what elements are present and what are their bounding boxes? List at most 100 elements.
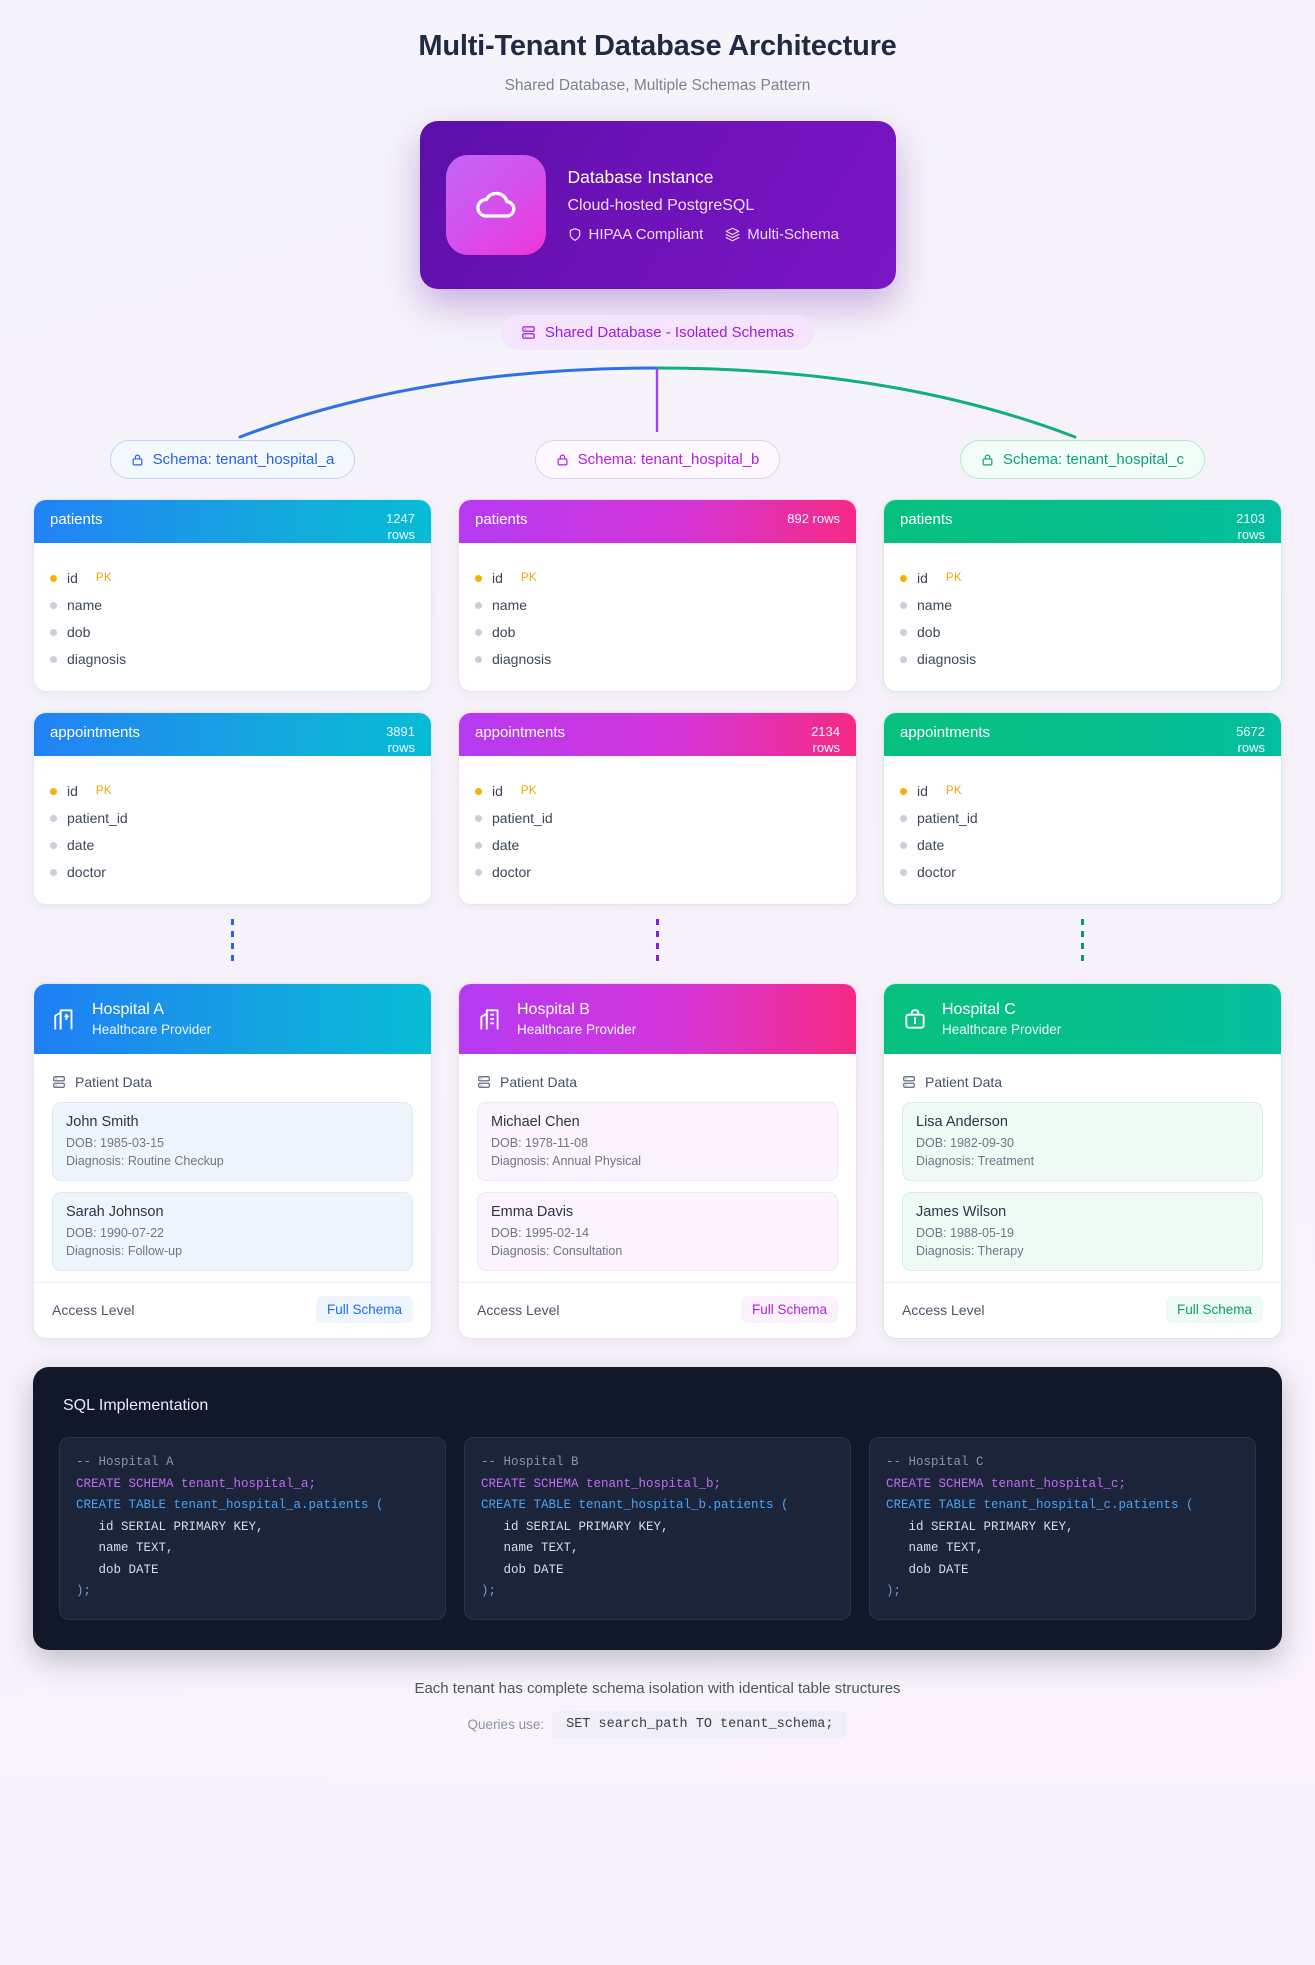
cloud-icon [445, 155, 546, 255]
table-field: patient_id [50, 805, 415, 832]
hospital-card-footer: Access Level Full Schema [884, 1282, 1281, 1338]
sql-create-schema: CREATE SCHEMA tenant_hospital_c; [886, 1476, 1127, 1491]
hospital-role: Healthcare Provider [92, 1022, 212, 1037]
table-card-header: appointments 5672 rows [884, 713, 1281, 756]
patient-record[interactable]: James Wilson DOB: 1988-05-19 Diagnosis: … [902, 1192, 1263, 1271]
access-level-badge[interactable]: Full Schema [1165, 1296, 1263, 1323]
pk-tag: PK [945, 572, 962, 584]
table-card-header: patients 2103 rows [884, 500, 1281, 543]
footer-query-row: Queries use: SET search_path TO tenant_s… [0, 1710, 1315, 1738]
table-name: appointments [900, 724, 991, 741]
page-subtitle: Shared Database, Multiple Schemas Patter… [504, 77, 811, 94]
hospital-icon [52, 1006, 78, 1032]
sql-code-grid: -- Hospital A CREATE SCHEMA tenant_hospi… [59, 1437, 1256, 1620]
field-name: date [917, 837, 945, 853]
patient-record[interactable]: John Smith DOB: 1985-03-15 Diagnosis: Ro… [52, 1102, 413, 1181]
patient-data-label-row: Patient Data [477, 1074, 838, 1090]
field-dot-icon [900, 655, 907, 663]
field-name: diagnosis [67, 651, 127, 667]
hospital-name: Hospital B [517, 1001, 590, 1018]
field-name: dob [492, 624, 516, 640]
patient-data-label: Patient Data [75, 1074, 153, 1090]
patient-record[interactable]: Lisa Anderson DOB: 1982-09-30 Diagnosis:… [902, 1102, 1263, 1181]
pk-dot-icon [50, 574, 57, 582]
table-field: date [900, 832, 1265, 859]
schema-pill-tenant-b[interactable]: Schema: tenant_hospital_b [534, 440, 781, 479]
sql-columns: id SERIAL PRIMARY KEY, name TEXT, dob DA… [98, 1519, 264, 1577]
table-name: patients [50, 511, 103, 528]
table-field: dob [50, 619, 415, 646]
access-level-label: Access Level [52, 1301, 135, 1318]
table-name: patients [475, 511, 528, 528]
field-dot-icon [475, 814, 482, 822]
table-field: doctor [475, 859, 840, 886]
shared-database-pill[interactable]: Shared Database - Isolated Schemas [500, 315, 815, 350]
patient-record[interactable]: Sarah Johnson DOB: 1990-07-22 Diagnosis:… [52, 1192, 413, 1271]
patient-name: Emma Davis [491, 1204, 574, 1220]
table-row-count: 2103 rows [1236, 511, 1265, 543]
sql-create-table: CREATE TABLE tenant_hospital_b.patients … [481, 1498, 789, 1512]
lock-icon [131, 453, 144, 467]
patient-data-label: Patient Data [925, 1074, 1003, 1090]
table-field: diagnosis [50, 646, 415, 673]
table-name: appointments [475, 724, 566, 741]
footer-queries-code: SET search_path TO tenant_schema; [552, 1710, 848, 1738]
patient-dob: DOB: 1978-11-08 [491, 1136, 589, 1150]
sql-code-block-a[interactable]: -- Hospital A CREATE SCHEMA tenant_hospi… [59, 1437, 446, 1620]
table-name: appointments [50, 724, 141, 741]
access-level-badge[interactable]: Full Schema [315, 1296, 413, 1323]
pk-dot-icon [50, 787, 57, 795]
patient-dob: DOB: 1990-07-22 [66, 1226, 164, 1240]
patient-dob: DOB: 1985-03-15 [66, 1136, 164, 1150]
field-name: id [917, 570, 928, 586]
connector-left [238, 366, 659, 439]
field-dot-icon [900, 868, 907, 876]
field-name: id [492, 570, 503, 586]
sql-create-schema: CREATE SCHEMA tenant_hospital_b; [481, 1476, 722, 1491]
patient-diagnosis: Diagnosis: Annual Physical [491, 1154, 642, 1168]
field-dot-icon [900, 814, 907, 822]
sql-code-block-b[interactable]: -- Hospital B CREATE SCHEMA tenant_hospi… [464, 1437, 851, 1620]
patient-record[interactable]: Emma Davis DOB: 1995-02-14 Diagnosis: Co… [477, 1192, 838, 1271]
field-name: patient_id [492, 810, 553, 826]
hospital-card-meta: Hospital A Healthcare Provider [92, 1001, 211, 1037]
sql-close: ); [886, 1584, 902, 1598]
schema-pill-tenant-a[interactable]: Schema: tenant_hospital_a [109, 440, 356, 479]
hospital-card-header: Hospital B Healthcare Provider [459, 984, 856, 1054]
pk-tag: PK [520, 785, 537, 797]
pk-dot-icon [475, 787, 482, 795]
schema-cell-b: Schema: tenant_hospital_b [458, 440, 857, 479]
field-dot-icon [50, 628, 57, 636]
hospital-card-a[interactable]: Hospital A Healthcare Provider Patient D… [33, 983, 432, 1339]
patient-record[interactable]: Michael Chen DOB: 1978-11-08 Diagnosis: … [477, 1102, 838, 1181]
sql-code-block-c[interactable]: -- Hospital C CREATE SCHEMA tenant_hospi… [869, 1437, 1256, 1620]
dashed-connectors [0, 919, 1315, 965]
sql-close: ); [76, 1584, 92, 1598]
field-dot-icon [50, 655, 57, 663]
hospital-card-b[interactable]: Hospital B Healthcare Provider Patient D… [458, 983, 857, 1339]
field-name: diagnosis [917, 651, 977, 667]
hospital-card-meta: Hospital B Healthcare Provider [517, 1001, 636, 1037]
hospital-card-body: Patient Data Michael Chen DOB: 1978-11-0… [459, 1054, 856, 1271]
page-footer: Each tenant has complete schema isolatio… [0, 1680, 1315, 1738]
hospital-card-c[interactable]: Hospital C Healthcare Provider Patient D… [883, 983, 1282, 1339]
hospital-card-body: Patient Data Lisa Anderson DOB: 1982-09-… [884, 1054, 1281, 1271]
field-dot-icon [50, 814, 57, 822]
access-level-badge[interactable]: Full Schema [740, 1296, 838, 1323]
schema-pill-tenant-c[interactable]: Schema: tenant_hospital_c [960, 440, 1205, 479]
table-row-count: 5672 rows [1236, 724, 1265, 756]
database-instance-card[interactable]: Database Instance Cloud-hosted PostgreSQ… [419, 121, 896, 289]
patient-diagnosis: Diagnosis: Treatment [916, 1154, 1035, 1168]
field-dot-icon [475, 601, 482, 609]
field-name: name [67, 597, 103, 613]
